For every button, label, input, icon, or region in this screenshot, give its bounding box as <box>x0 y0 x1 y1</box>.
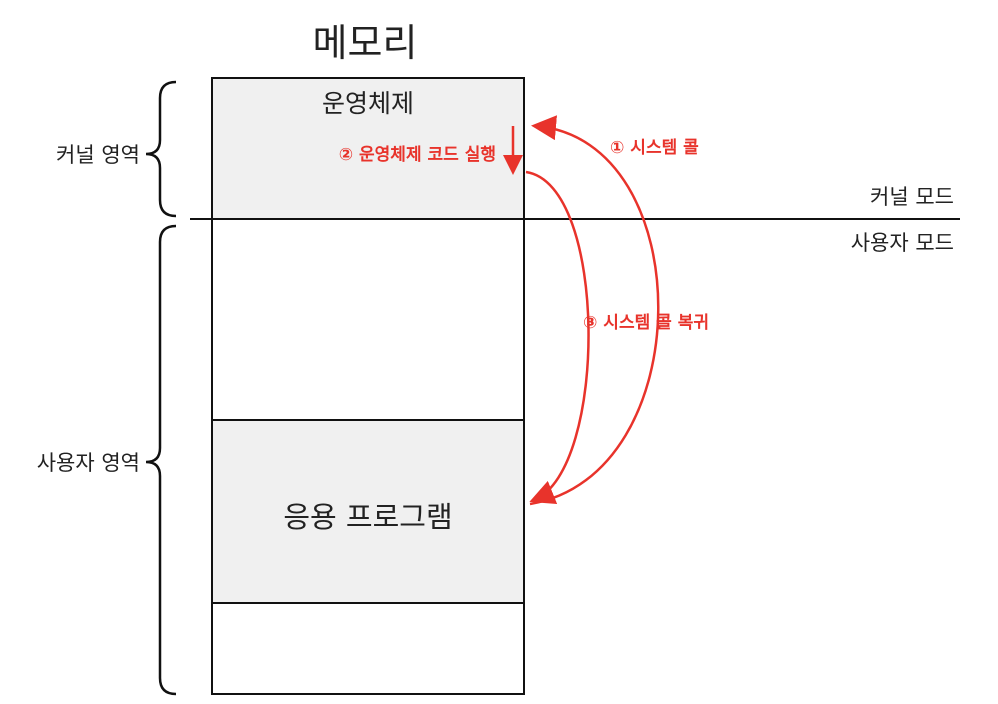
empty-block-lower <box>211 602 525 695</box>
system-call-arrow <box>529 115 660 506</box>
user-area-brace <box>145 224 177 696</box>
user-mode-label: 사용자 모드 <box>851 231 954 255</box>
step3-label: ③ 시스템 콜 복귀 <box>583 313 709 333</box>
step1-label: ① 시스템 콜 <box>610 138 699 158</box>
kernel-area-label: 커널 영역 <box>56 143 140 167</box>
kernel-mode-label: 커널 모드 <box>870 185 954 209</box>
diagram-title: 메모리 <box>313 21 418 65</box>
user-area-label: 사용자 영역 <box>37 451 140 475</box>
step2-label: ② 운영체제 코드 실행 <box>339 145 496 165</box>
app-block-label: 응용 프로그램 <box>283 500 452 534</box>
kernel-area-brace <box>145 80 177 218</box>
empty-block-upper <box>211 218 525 421</box>
os-block <box>211 77 525 220</box>
system-call-return-arrow <box>525 170 590 504</box>
app-block <box>211 419 525 604</box>
os-block-label: 운영체제 <box>322 89 414 118</box>
